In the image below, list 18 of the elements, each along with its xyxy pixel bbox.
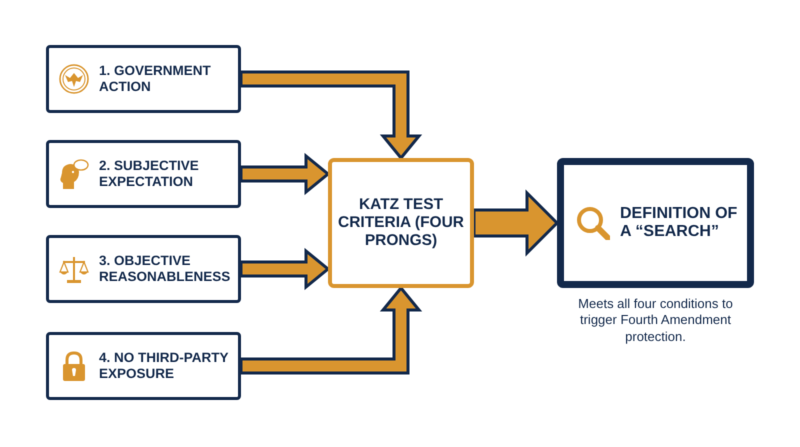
box-title: DEFINITION OF A “SEARCH”	[620, 204, 738, 242]
step-box	[46, 235, 241, 303]
step-box	[46, 140, 241, 208]
step-label: 3. OBJECTIVE REASONABLENESS	[99, 253, 232, 285]
criteria-box	[328, 158, 474, 288]
box-title: KATZ TEST CRITERIA (FOUR PRONGS)	[337, 196, 465, 250]
step-box	[46, 332, 241, 400]
caption-note: Meets all four conditions to trigger Fourth Amendment protection.	[577, 296, 734, 345]
step-box	[46, 45, 241, 113]
result-box	[557, 158, 754, 288]
block-arrow	[240, 70, 422, 160]
block-arrow	[240, 286, 422, 374]
step-label: 4. NO THIRD-PARTY EXPOSURE	[99, 350, 230, 382]
step-label: 1. GOVERNMENT ACTION	[99, 63, 212, 95]
block-arrow	[472, 189, 560, 257]
block-arrow	[240, 248, 330, 290]
step-label: 2. SUBJECTIVE EXPECTATION	[99, 158, 200, 190]
block-arrow	[240, 152, 330, 196]
